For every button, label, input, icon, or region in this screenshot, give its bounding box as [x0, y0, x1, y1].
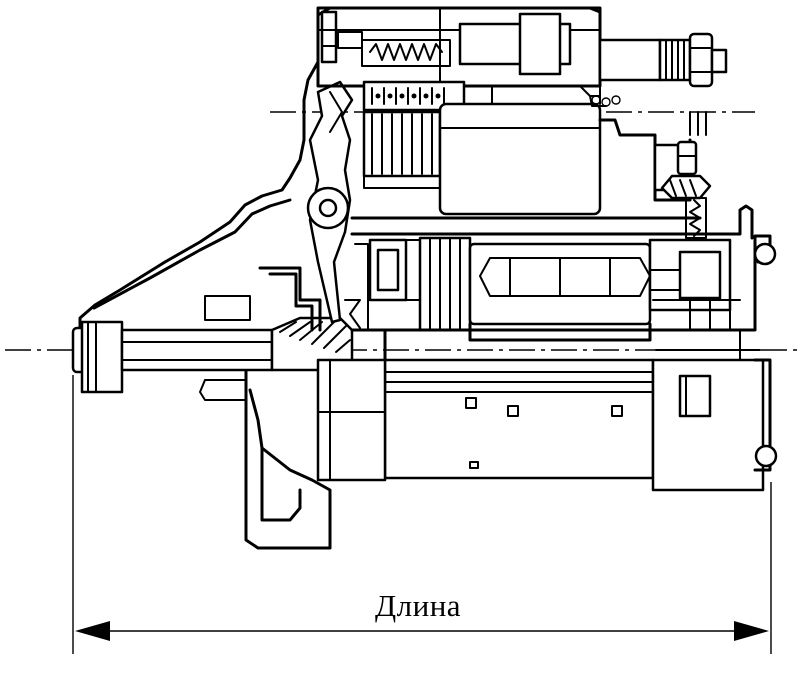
- pinion-gear: [270, 316, 354, 372]
- motor-yoke: [204, 204, 754, 342]
- shift-lever: [306, 80, 354, 324]
- drive-housing: [78, 6, 602, 550]
- motor-lower-body: [316, 234, 778, 492]
- solenoid: [316, 6, 728, 216]
- dimension-arrow-left: [75, 621, 110, 641]
- dimension-arrow-right: [734, 621, 769, 641]
- dimension-label: Длина: [371, 590, 466, 621]
- pinion-shaft-nose: [71, 320, 274, 394]
- length-dimension: [72, 375, 772, 654]
